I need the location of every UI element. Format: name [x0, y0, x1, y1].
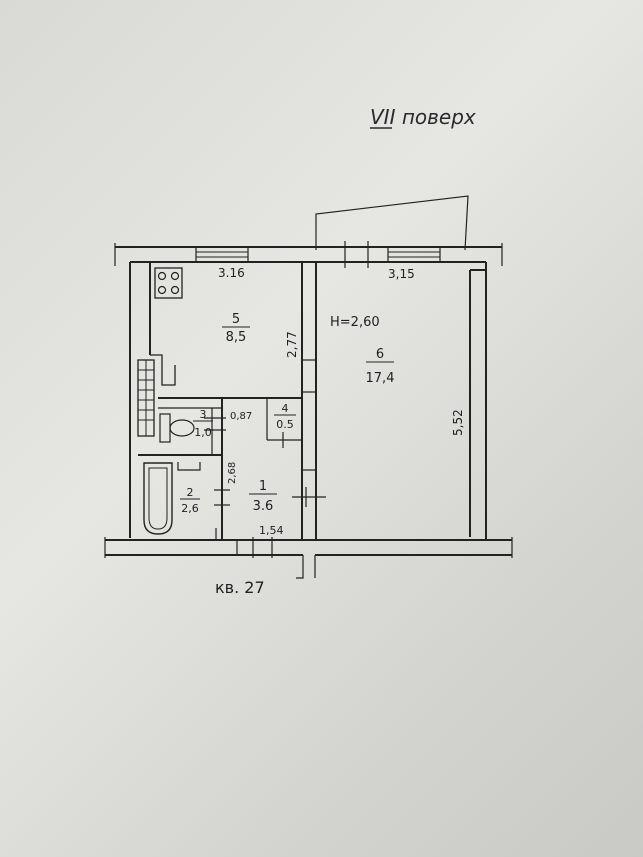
stove-icon [154, 267, 183, 299]
dimension-corridor-width: 1,54 [259, 524, 284, 537]
toilet-icon [159, 413, 195, 443]
dimension-wc-width: 0,87 [230, 411, 252, 422]
ventilation-shaft [137, 354, 176, 437]
room-5-area: 8,5 [226, 330, 247, 345]
dimension-kitchen-width: 3.16 [218, 266, 245, 280]
room-1-area: 3.6 [253, 499, 274, 514]
ceiling-height: H=2,60 [330, 315, 380, 330]
balcony-outline [315, 195, 469, 251]
room-5-number: 5 [232, 312, 240, 327]
room-4-number: 4 [282, 402, 289, 415]
entrance-door [236, 537, 316, 579]
room-3-number: 3 [200, 408, 207, 421]
window-room [387, 246, 441, 263]
room-6-area: 17,4 [366, 371, 395, 386]
dimension-room-width: 3,15 [388, 267, 415, 281]
room-3-area: 1,0 [194, 426, 212, 439]
apartment-label: кв. 27 [215, 578, 265, 597]
room-2-number: 2 [187, 486, 194, 499]
room-4-area: 0.5 [276, 418, 294, 431]
window-kitchen [195, 246, 249, 263]
dimension-kitchen-length: 2,77 [285, 331, 299, 358]
floor-note: VII поверх [370, 105, 476, 129]
room-2-area: 2,6 [181, 502, 199, 515]
dimension-corridor-length: 2,68 [227, 462, 238, 484]
dimension-room-length: 5,52 [451, 409, 465, 436]
room-6-number: 6 [376, 347, 384, 362]
bathtub-icon [143, 462, 201, 535]
room-1-number: 1 [259, 479, 267, 494]
